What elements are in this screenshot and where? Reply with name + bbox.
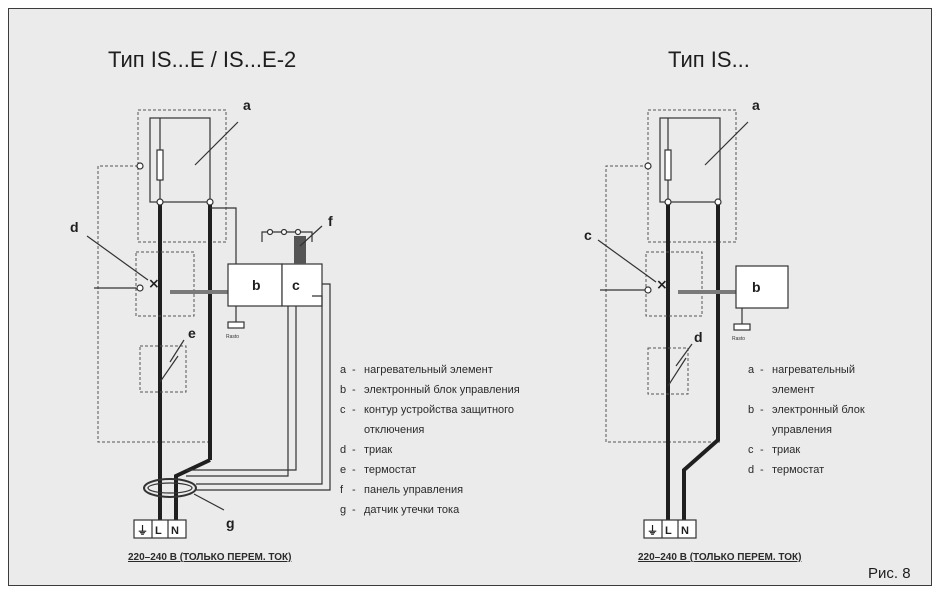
right-heater-frame: [659, 117, 721, 203]
right-label-b: b: [752, 279, 761, 295]
svg-text:-: -: [352, 504, 356, 516]
right-legend-text-5: термостат: [772, 464, 824, 476]
right-legend-key-0: a: [748, 364, 755, 376]
triac-dashed-area: [135, 251, 195, 317]
left-title: Тип IS...E / IS...E-2: [108, 47, 296, 72]
right-label-a-leader: [704, 121, 749, 166]
svg-text:-: -: [352, 464, 356, 476]
left-legend-text-3: отключения: [364, 424, 424, 436]
right-legend-text-1: элемент: [772, 384, 815, 396]
left-legend-text-2: контур устройства защитного: [364, 404, 514, 416]
left-legend: a - нагревательный элемент b - электронн…: [340, 364, 520, 516]
label-e: e: [188, 325, 196, 341]
left-legend-text-7: датчик утечки тока: [364, 504, 460, 516]
svg-text:-: -: [352, 404, 356, 416]
leakage-sensor-ring: [143, 478, 197, 498]
right-label-d: d: [694, 329, 703, 345]
heating-element-resistor: [156, 149, 164, 181]
sensor-symbol: [227, 321, 245, 329]
right-title: Тип IS...: [668, 47, 750, 72]
left-legend-key-2: c: [340, 404, 346, 416]
svg-text:-: -: [352, 384, 356, 396]
left-voltage-note: 220–240 В (ТОЛЬКО ПЕРЕМ. ТОК): [128, 552, 291, 563]
svg-text:-: -: [352, 444, 356, 456]
right-heater-dashed-area: [647, 109, 737, 243]
label-f-leader: [299, 225, 323, 247]
label-c: c: [292, 277, 300, 293]
label-g-leader: [193, 493, 225, 511]
right-neutral-wire: [682, 202, 720, 520]
svg-text:-: -: [760, 364, 764, 376]
label-a-leader: [194, 121, 239, 166]
label-b: b: [252, 277, 261, 293]
left-legend-text-4: триак: [364, 444, 392, 456]
label-d-leader: [86, 235, 149, 281]
right-heating-element-resistor: [664, 149, 672, 181]
right-earth-dashed-line: [605, 165, 720, 443]
figure-label: Рис. 8: [868, 565, 911, 582]
right-triac-symbol: ⨯: [656, 276, 668, 292]
right-legend-key-4: c: [748, 444, 754, 456]
right-legend-text-2: электронный блок: [772, 404, 865, 416]
terminal-n: N: [171, 525, 179, 537]
svg-text:-: -: [352, 364, 356, 376]
rcd-box: [281, 263, 323, 307]
left-legend-text-0: нагревательный элемент: [364, 364, 493, 376]
right-thermostat-switch: [667, 357, 687, 387]
left-legend-text-6: панель управления: [364, 484, 463, 496]
sensor-text: Rasto: [226, 334, 239, 340]
left-legend-key-6: f: [340, 484, 344, 496]
left-legend-text-5: термостат: [364, 464, 416, 476]
earth-terminal-symbol: ⏚: [137, 524, 148, 537]
earth-dashed-line: [97, 165, 210, 443]
right-triac-dashed-area: [645, 251, 703, 317]
panel-ribbon: [294, 236, 306, 264]
left-legend-key-1: b: [340, 384, 346, 396]
right-thermostat-dashed-area: [647, 347, 689, 395]
right-legend-key-5: d: [748, 464, 754, 476]
right-legend-key-2: b: [748, 404, 754, 416]
right-diagram: Тип IS... a ⨯ c b Rasto d ⏚ L: [584, 47, 865, 563]
triac-symbol: ⨯: [148, 275, 160, 291]
right-legend-text-0: нагревательный: [772, 364, 855, 376]
left-legend-text-1: электронный блок управления: [364, 384, 520, 396]
right-legend-text-3: управления: [772, 424, 832, 436]
svg-text:-: -: [352, 484, 356, 496]
label-f: f: [328, 213, 333, 229]
right-sensor-symbol: [733, 323, 751, 331]
right-voltage-note: 220–240 В (ТОЛЬКО ПЕРЕМ. ТОК): [638, 552, 801, 563]
right-control-unit-box: [735, 265, 789, 309]
right-legend-text-4: триак: [772, 444, 800, 456]
right-terminal-l: L: [665, 525, 672, 537]
left-legend-key-5: e: [340, 464, 346, 476]
heater-frame: [149, 117, 211, 203]
right-label-a: a: [752, 97, 760, 113]
svg-text:-: -: [760, 404, 764, 416]
label-a: a: [243, 97, 251, 113]
label-d: d: [70, 219, 79, 235]
heater-dashed-area: [137, 109, 227, 243]
right-label-c: c: [584, 227, 592, 243]
thermostat-switch: [159, 355, 179, 383]
left-diagram: Тип IS...E / IS...E-2 a ⨯ d b Rast: [70, 47, 520, 563]
right-earth-terminal-symbol: ⏚: [647, 524, 658, 537]
terminal-l: L: [155, 525, 162, 537]
sensor-wire-1: [196, 295, 323, 485]
svg-text:-: -: [760, 464, 764, 476]
left-legend-key-4: d: [340, 444, 346, 456]
right-sensor-text: Rasto: [732, 336, 745, 342]
svg-text:-: -: [760, 444, 764, 456]
right-terminal-block: [643, 519, 697, 539]
thermostat-dashed-area: [139, 345, 187, 393]
right-terminal-n: N: [681, 525, 689, 537]
sensor-wire-2: [196, 283, 331, 491]
left-legend-key-0: a: [340, 364, 347, 376]
right-legend: a - нагревательный элемент b - электронн…: [748, 364, 865, 476]
label-g: g: [226, 515, 235, 531]
right-label-c-leader: [597, 239, 657, 283]
control-unit-box: [227, 263, 283, 307]
terminal-block: [133, 519, 187, 539]
left-legend-key-7: g: [340, 504, 346, 516]
